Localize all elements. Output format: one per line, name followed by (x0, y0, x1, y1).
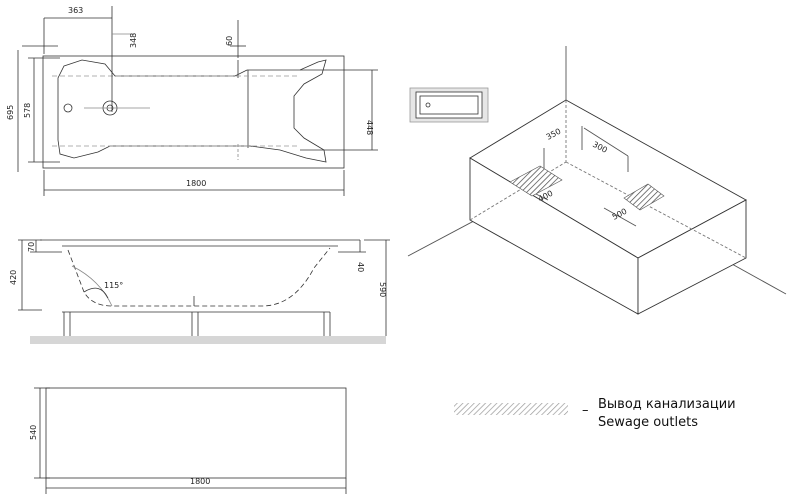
angle-115: 115° (104, 281, 123, 290)
dim-420: 420 (9, 270, 18, 285)
dim-448: 448 (365, 120, 374, 135)
panel-view (34, 387, 347, 494)
legend-hatch-swatch (454, 403, 568, 415)
dim-590: 590 (378, 282, 387, 297)
dim-348: 348 (129, 33, 138, 48)
side-view-dimensions: 70 420 40 590 115° (9, 242, 387, 297)
sewage-outlet-2 (623, 183, 665, 211)
front-panel (45, 387, 347, 479)
dim-1800-panel: 1800 (190, 477, 210, 486)
dim-60: 60 (225, 36, 234, 46)
top-view-outer-rim (42, 55, 345, 169)
dim-70: 70 (27, 242, 36, 252)
floor (30, 336, 386, 344)
side-view (18, 239, 390, 336)
side-view-basin-profile (67, 247, 331, 307)
legend-label-ru: Вывод канализации (598, 397, 736, 412)
thumbnail-view (409, 87, 489, 123)
dim-40: 40 (356, 262, 365, 272)
top-view-dimensions: 363 348 60 695 578 448 1800 (6, 6, 374, 188)
sewage-outlet-1 (509, 165, 563, 197)
isometric-view (407, 46, 787, 315)
bathtub-box-side (637, 199, 747, 315)
dim-540: 540 (29, 425, 38, 440)
legend: – Вывод канализации Sewage outlets (454, 397, 736, 430)
top-view (17, 6, 378, 196)
overflow-icon (63, 103, 73, 113)
top-view-inner-basin (57, 59, 327, 163)
dim-578: 578 (23, 103, 32, 118)
legend-dash: – (582, 403, 589, 418)
legend-label-en: Sewage outlets (598, 415, 698, 430)
dim-363: 363 (68, 6, 83, 15)
dim-695: 695 (6, 105, 15, 120)
dim-1800-top: 1800 (186, 179, 206, 188)
panel-view-dimensions: 540 1800 (29, 425, 210, 486)
